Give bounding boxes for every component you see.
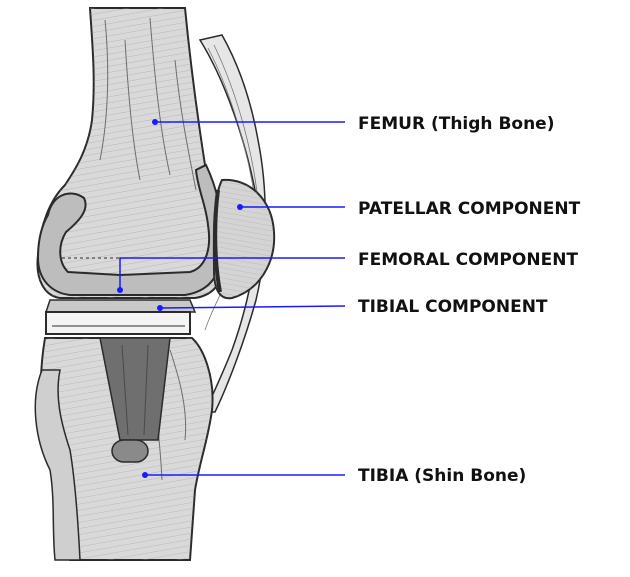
label-femoral-component: FEMORAL COMPONENT: [358, 250, 578, 270]
leader-dot-patellar: [237, 204, 243, 210]
leader-dot-tibial: [157, 305, 163, 311]
leader-dot-tibia: [142, 472, 148, 478]
label-femur: FEMUR (Thigh Bone): [358, 114, 554, 134]
label-patellar-component: PATELLAR COMPONENT: [358, 199, 580, 219]
label-tibial-component: TIBIAL COMPONENT: [358, 297, 548, 317]
tibial-component: [46, 300, 195, 334]
leader-dot-femur: [152, 119, 158, 125]
femur-bone: [37, 8, 222, 298]
label-tibia: TIBIA (Shin Bone): [358, 466, 526, 486]
leader-dot-femoral: [117, 287, 123, 293]
